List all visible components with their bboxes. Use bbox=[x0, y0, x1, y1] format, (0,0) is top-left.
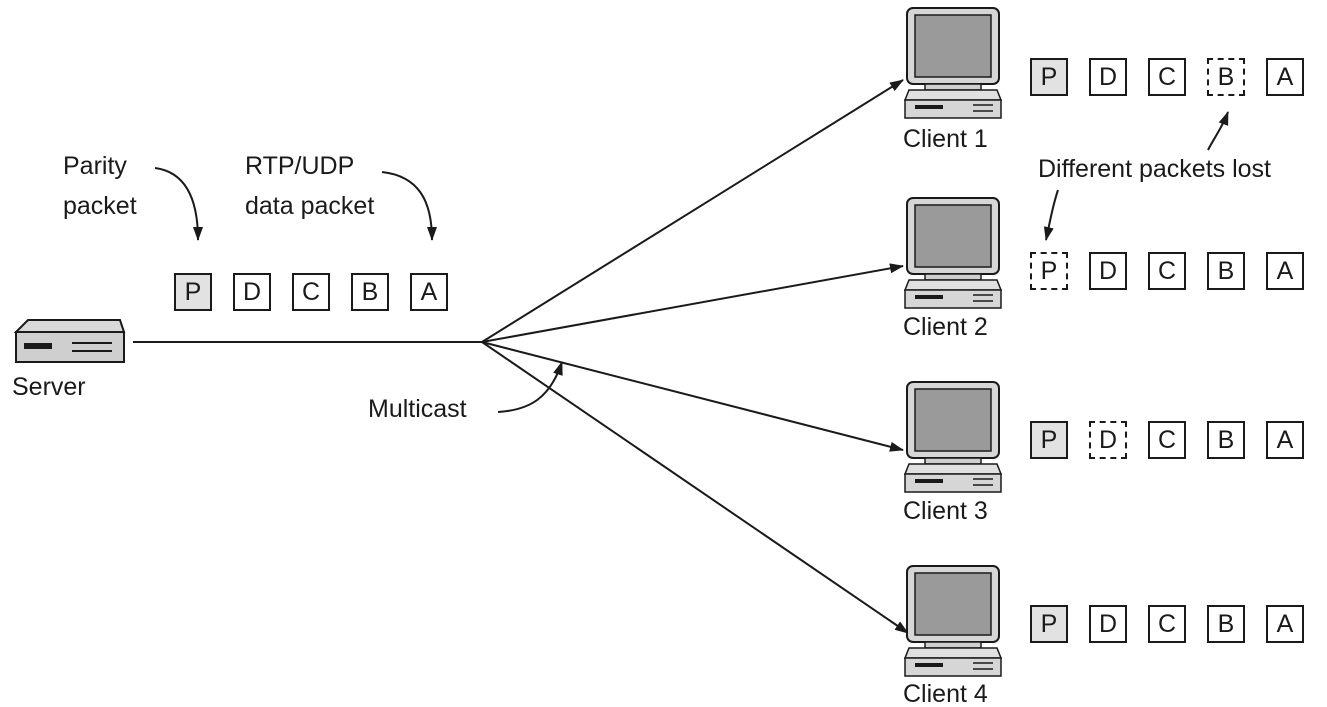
client-2-packet-a: A bbox=[1266, 252, 1304, 290]
parity-label-line1: Parity bbox=[63, 152, 127, 180]
link-client-3 bbox=[481, 341, 904, 452]
client-1-packet-c: C bbox=[1148, 58, 1186, 96]
client-1-label: Client 1 bbox=[903, 125, 988, 153]
client-2-packet-b: B bbox=[1207, 252, 1245, 290]
client-3-packet-b: B bbox=[1207, 421, 1245, 459]
client-2-packet-p-lost: P bbox=[1030, 252, 1068, 290]
server-packet-d: D bbox=[233, 273, 271, 311]
server-packet-a: A bbox=[410, 273, 448, 311]
client-4-label: Client 4 bbox=[903, 680, 988, 707]
client-2-packet-c: C bbox=[1148, 252, 1186, 290]
client-4-packet-b: B bbox=[1207, 605, 1245, 643]
client-4-packet-p: P bbox=[1030, 605, 1068, 643]
client-3-label: Client 3 bbox=[903, 497, 988, 525]
server-icon bbox=[13, 319, 126, 363]
link-client-2 bbox=[481, 263, 904, 343]
computer-icon bbox=[904, 381, 1002, 493]
client-3-packet-d-lost: D bbox=[1089, 421, 1127, 459]
client-1-packet-p: P bbox=[1030, 58, 1068, 96]
client-3-packet-c: C bbox=[1148, 421, 1186, 459]
client-1-packet-b-lost: B bbox=[1207, 58, 1245, 96]
parity-label-line2: packet bbox=[63, 192, 137, 220]
lost-callout-arrow-2 bbox=[1043, 189, 1059, 241]
client-3-packet-a: A bbox=[1266, 421, 1304, 459]
link-client-4 bbox=[481, 341, 909, 634]
client-2-packet-d: D bbox=[1089, 252, 1127, 290]
computer-icon bbox=[904, 197, 1002, 309]
link-client-1 bbox=[481, 79, 904, 343]
multicast-callout-arrow bbox=[497, 361, 563, 413]
client-2-label: Client 2 bbox=[903, 313, 988, 341]
different-packets-lost-label: Different packets lost bbox=[1038, 155, 1271, 183]
server-packet-p: P bbox=[174, 273, 212, 311]
client-1-packet-d: D bbox=[1089, 58, 1127, 96]
data-callout-arrow bbox=[381, 171, 437, 241]
client-1-packet-a: A bbox=[1266, 58, 1304, 96]
data-packet-label-line1: RTP/UDP bbox=[245, 152, 355, 180]
parity-callout-arrow bbox=[154, 167, 203, 241]
data-packet-label-line2: data packet bbox=[245, 192, 375, 220]
server-packet-c: C bbox=[292, 273, 330, 311]
server-packet-b: B bbox=[351, 273, 389, 311]
client-4-packet-a: A bbox=[1266, 605, 1304, 643]
client-4-packet-d: D bbox=[1089, 605, 1127, 643]
server-label: Server bbox=[12, 373, 86, 401]
lost-callout-arrow-1 bbox=[1207, 111, 1229, 151]
multicast-label: Multicast bbox=[368, 395, 467, 423]
computer-icon bbox=[904, 565, 1002, 677]
client-4-packet-c: C bbox=[1148, 605, 1186, 643]
client-3-packet-p: P bbox=[1030, 421, 1068, 459]
computer-icon bbox=[904, 7, 1002, 119]
